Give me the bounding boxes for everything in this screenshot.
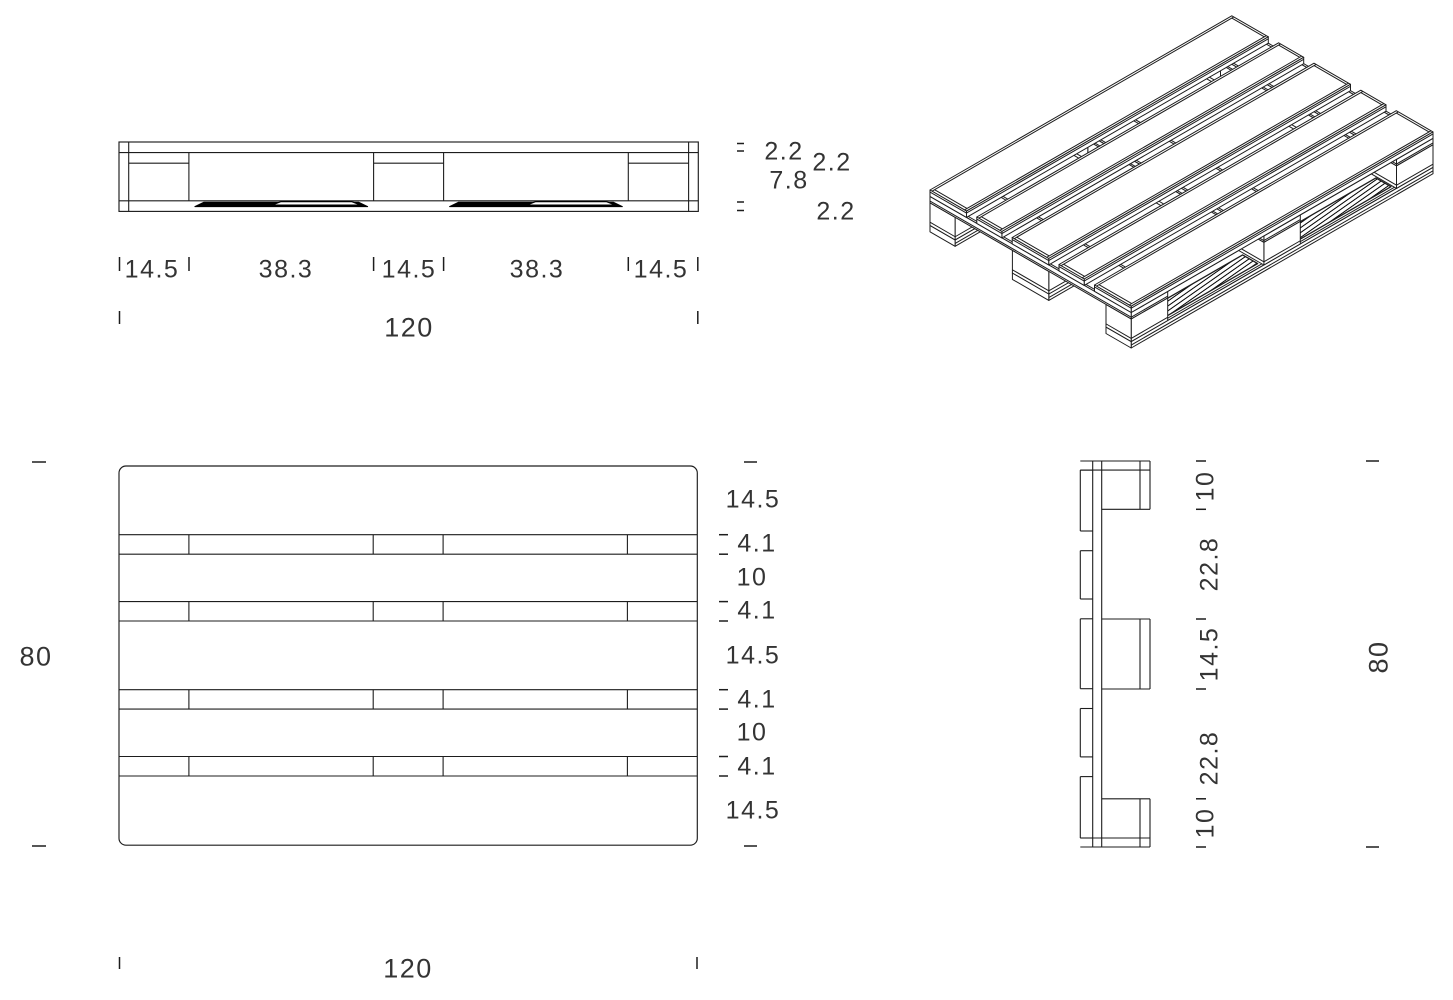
front-elevation-linework (118, 141, 699, 212)
isometric-linework (929, 15, 1434, 349)
plan-view-linework (118, 465, 698, 846)
side-elevation-linework (1079, 460, 1151, 848)
dimension-ticks (32, 142, 1379, 969)
